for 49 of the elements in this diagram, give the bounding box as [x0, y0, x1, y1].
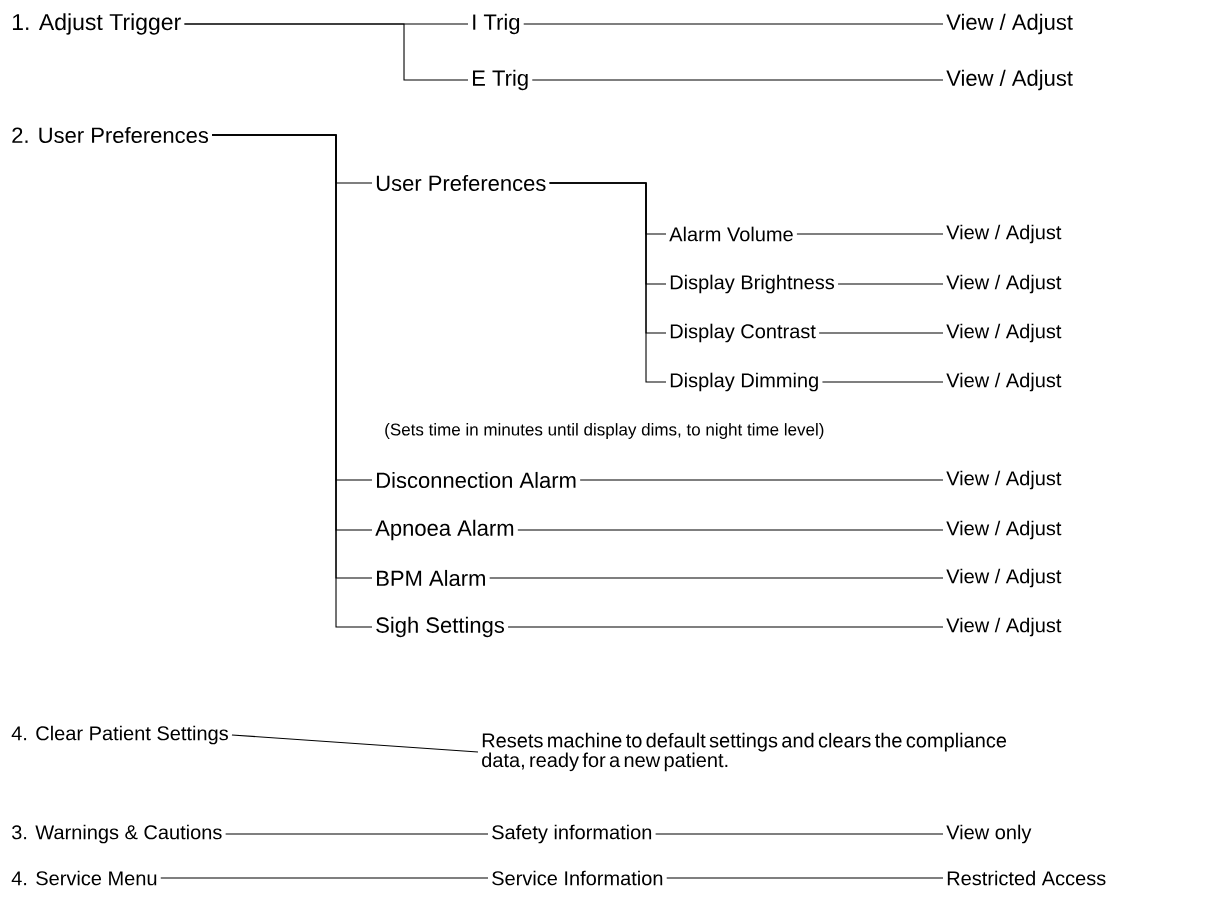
menu-item: View / Adjust: [946, 323, 1062, 343]
connector-line: [818, 332, 944, 334]
menu-item: User Preferences: [376, 174, 546, 192]
connector-line: [837, 283, 944, 285]
connector-line: [183, 23, 469, 81]
menu-item: Alarm Volume: [669, 226, 793, 242]
connector-line: [231, 734, 479, 753]
connector-line: [489, 577, 944, 579]
menu-item: View / Adjust: [946, 274, 1062, 294]
menu-item: View / Adjust: [946, 617, 1062, 637]
menu-item: 2. User Preferences: [12, 126, 209, 144]
menu-item: 1. Adjust Trigger: [12, 13, 181, 35]
note: (Sets time in minutes until display dims, to night time level): [385, 423, 824, 439]
connector-line: [821, 381, 944, 383]
connector-line: [579, 479, 944, 481]
menu-item: Safety information: [492, 824, 652, 844]
connector-line: [796, 233, 944, 235]
connector-line: [225, 833, 489, 835]
menu-item: Resets machine to default settings and clears the compliance data, ready for a new patient.: [482, 732, 1007, 772]
menu-item: View / Adjust: [946, 470, 1062, 490]
menu-item: View / Adjust: [946, 568, 1062, 588]
connector-line: [549, 182, 667, 383]
menu-item: Display Dimming: [670, 372, 818, 392]
menu-item: 4. Clear Patient Settings: [11, 725, 228, 745]
menu-item: View / Adjust: [946, 224, 1062, 244]
connector-line: [655, 833, 944, 835]
menu-item: Display Contrast: [670, 323, 816, 343]
menu-item: View / Adjust: [946, 69, 1073, 91]
connector-line: [160, 877, 489, 879]
menu-item: E Trig: [473, 69, 528, 91]
menu-item: Display Brightness: [670, 274, 835, 294]
menu-item: View / Adjust: [946, 520, 1062, 540]
menu-item: I Trig: [473, 13, 520, 35]
connector-line: [517, 529, 944, 531]
menu-item: Sigh Settings: [376, 616, 504, 638]
menu-item: 3. Warnings & Cautions: [11, 824, 222, 844]
connector-line: [507, 626, 944, 628]
menu-item: 4. Service Menu: [11, 870, 157, 886]
menu-item: Restricted Access: [947, 870, 1106, 886]
menu-item: View / Adjust: [946, 13, 1073, 35]
menu-item: BPM Alarm: [377, 569, 485, 587]
menu-item: Apnoea Alarm: [375, 519, 514, 541]
connector-line: [523, 23, 944, 25]
connector-line: [666, 877, 944, 879]
menu-item: Service Information: [492, 870, 663, 886]
menu-item: Disconnection Alarm: [377, 471, 576, 489]
menu-item: View only: [946, 824, 1032, 844]
connector-line: [531, 79, 944, 81]
menu-item: View / Adjust: [946, 372, 1062, 392]
